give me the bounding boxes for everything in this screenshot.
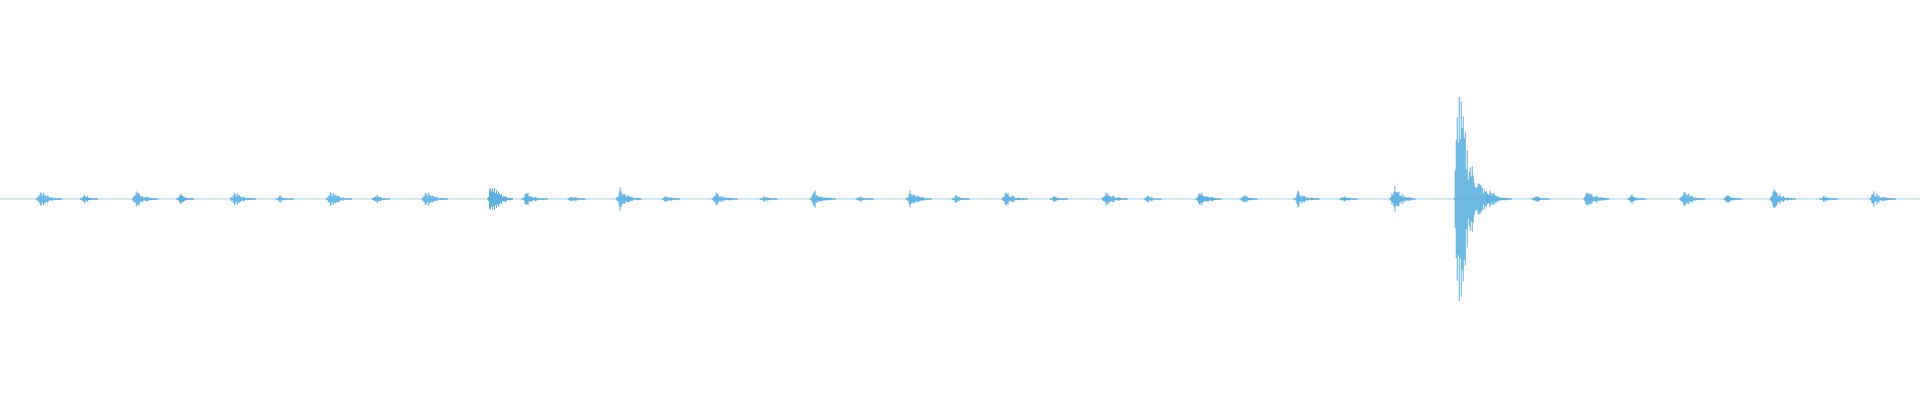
- waveform-burst: [1583, 192, 1610, 206]
- waveform-burst: [487, 188, 514, 210]
- waveform-burst: [1389, 186, 1416, 212]
- waveform-burst: [1723, 195, 1742, 203]
- waveform-burst: [1195, 192, 1222, 206]
- waveform-burst: [1819, 195, 1838, 203]
- waveform-burst: [1531, 196, 1550, 202]
- waveform-burst: [1485, 190, 1512, 208]
- waveform-burst: [1001, 192, 1028, 206]
- waveform-burst: [1049, 196, 1068, 202]
- waveform-burst: [1769, 189, 1796, 209]
- waveform-burst: [711, 192, 738, 206]
- waveform-burst: [1339, 196, 1358, 202]
- waveform-burst: [855, 196, 874, 202]
- waveform-burst: [79, 194, 98, 204]
- waveform-burst: [1239, 195, 1258, 203]
- waveform-burst: [325, 192, 352, 206]
- waveform-bursts: [35, 96, 1896, 302]
- waveform-burst: [1869, 191, 1896, 207]
- waveform-burst: [1143, 195, 1162, 203]
- waveform-burst: [1627, 194, 1646, 204]
- waveform-burst: [275, 195, 294, 203]
- waveform-burst: [809, 190, 836, 208]
- waveform-burst: [35, 192, 62, 206]
- waveform-burst: [759, 195, 778, 203]
- waveform-burst: [421, 192, 448, 206]
- waveform-burst: [371, 195, 390, 203]
- waveform-burst: [175, 194, 194, 204]
- waveform-burst: [905, 190, 932, 208]
- waveform-burst: [615, 187, 642, 211]
- waveform-burst: [567, 197, 586, 201]
- waveform-burst: [1293, 190, 1320, 208]
- waveform-burst: [661, 196, 680, 202]
- waveform-burst: [1453, 96, 1488, 302]
- waveform-burst: [1679, 192, 1706, 206]
- waveform-burst: [131, 191, 158, 207]
- waveform-burst: [951, 195, 970, 203]
- waveform-burst: [521, 192, 548, 206]
- waveform-burst: [229, 192, 256, 206]
- waveform-burst: [1101, 192, 1128, 206]
